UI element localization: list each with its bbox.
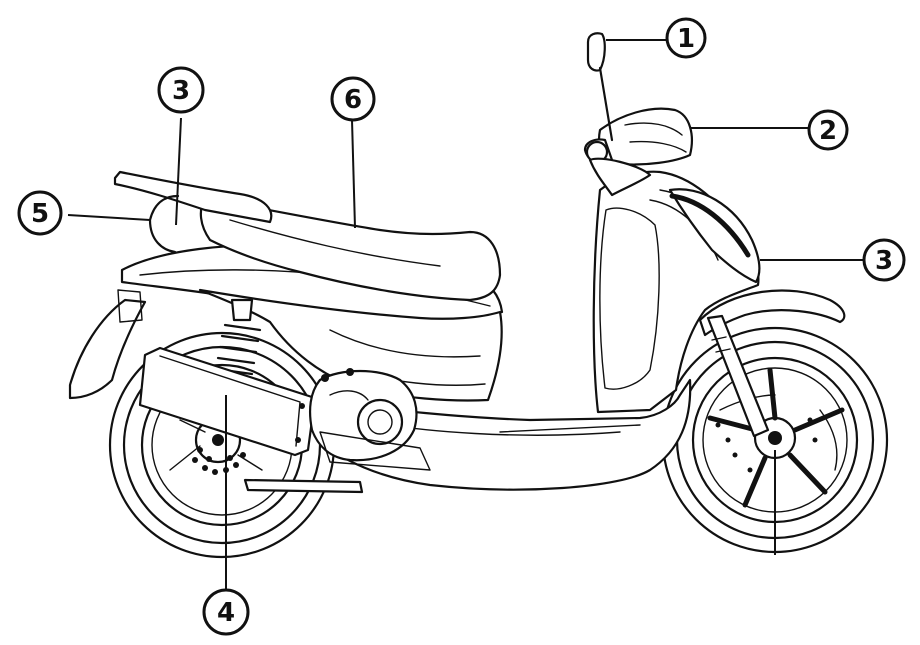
callout-2-label: 2 [819, 116, 837, 146]
headlight-cowl [583, 107, 693, 166]
callout-1: 1 [665, 17, 707, 59]
seat [199, 196, 502, 302]
callout-5: 5 [17, 190, 63, 236]
callout-1-label: 1 [677, 24, 695, 54]
scooter-body [68, 170, 761, 491]
front-fender [698, 289, 846, 337]
callout-4: 4 [202, 588, 250, 636]
callout-5-label: 5 [31, 199, 49, 229]
callout-2: 2 [807, 109, 849, 151]
callout-4-label: 4 [217, 598, 235, 628]
rear-carrier [113, 170, 273, 254]
callout-3-front: 3 [862, 238, 906, 282]
rear-shock [212, 298, 262, 421]
leader-lines [67, 39, 864, 590]
engine [309, 368, 418, 462]
callout-6: 6 [330, 76, 376, 122]
swing-arm [243, 478, 364, 494]
callout-3-rear-label: 3 [172, 76, 190, 106]
callout-6-label: 6 [344, 85, 362, 115]
mirror [586, 32, 614, 142]
callout-3-front-label: 3 [875, 246, 893, 276]
muffler [138, 346, 317, 457]
callout-3-rear: 3 [157, 66, 205, 114]
front-fork [706, 314, 770, 438]
